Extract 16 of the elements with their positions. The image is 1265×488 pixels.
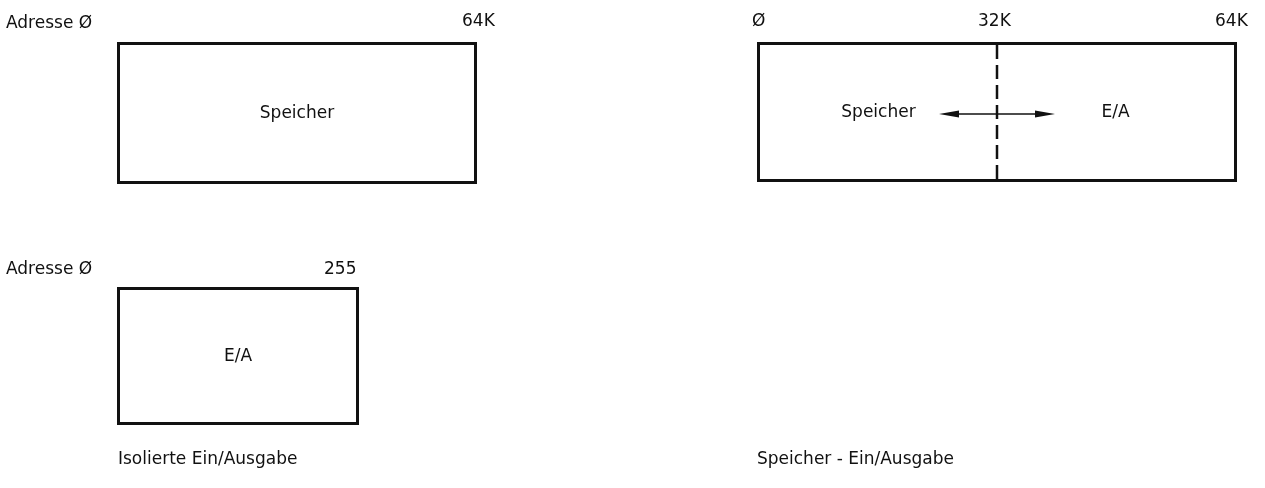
box-label: E/A — [1101, 101, 1130, 121]
address-label: Ø — [752, 10, 766, 30]
address-label: 32K — [978, 10, 1011, 30]
address-label: Adresse Ø — [6, 258, 93, 278]
address-label: 255 — [324, 258, 357, 278]
memory-box — [117, 287, 359, 425]
box-label: Speicher — [259, 102, 335, 122]
address-label: Adresse Ø — [6, 12, 93, 32]
box-label: E/A — [223, 345, 253, 365]
memory-box — [757, 42, 1237, 182]
address-label: 64K — [462, 10, 495, 30]
memory-box — [117, 42, 477, 184]
caption: Speicher - Ein/Ausgabe — [757, 448, 954, 468]
caption: Isolierte Ein/Ausgabe — [118, 448, 298, 468]
box-label: Speicher — [841, 101, 916, 121]
address-label: 64K — [1215, 10, 1248, 30]
